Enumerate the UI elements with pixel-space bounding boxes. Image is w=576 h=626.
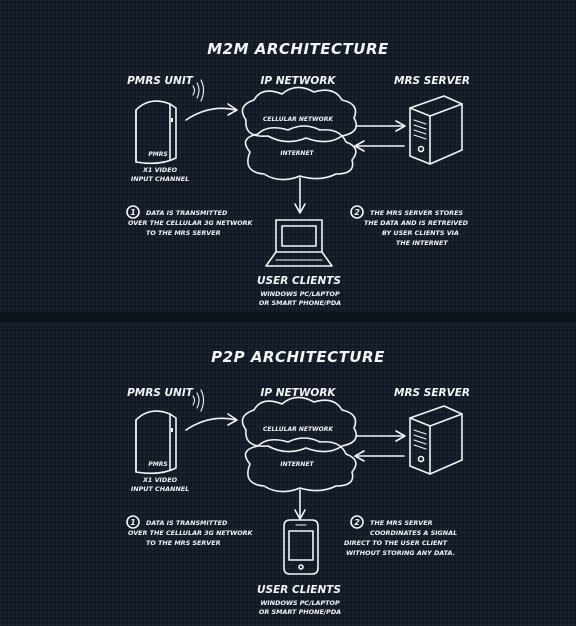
user-clients-caption-2: OR SMART PHONE/PDA bbox=[259, 608, 341, 616]
pmrs-caption-2: INPUT CHANNEL bbox=[131, 485, 189, 493]
signal-waves-icon bbox=[192, 79, 205, 102]
note-2-line-2: COORDINATES A SIGNAL bbox=[370, 529, 457, 537]
signal-waves-icon bbox=[192, 389, 205, 412]
cellular-network-label: CELLULAR NETWORK bbox=[263, 116, 334, 123]
note-2-line-3: DIRECT TO THE USER CLIENT bbox=[344, 539, 448, 547]
internet-cloud-icon bbox=[244, 125, 357, 181]
user-clients-caption-2: OR SMART PHONE/PDA bbox=[259, 299, 341, 307]
note-1-line-3: TO THE MRS SERVER bbox=[146, 539, 221, 547]
note-2-line-2: THE DATA AND IS RETREIVED bbox=[364, 219, 469, 227]
internet-label: INTERNET bbox=[280, 150, 314, 157]
ip-network-label: IP NETWORK bbox=[260, 387, 336, 399]
pmrs-unit-icon bbox=[135, 410, 177, 475]
smartphone-icon bbox=[283, 519, 319, 575]
laptop-icon bbox=[265, 219, 333, 267]
note-1-number: 1 bbox=[130, 208, 136, 217]
pmrs-unit-badge: PMRS bbox=[148, 461, 167, 468]
pmrs-unit-icon bbox=[135, 100, 177, 165]
server-tower-icon bbox=[409, 405, 463, 475]
arrow-network-to-server bbox=[355, 120, 406, 132]
server-tower-icon bbox=[409, 95, 463, 165]
arrow-unit-to-network bbox=[185, 103, 238, 121]
note-2-number: 2 bbox=[354, 208, 360, 217]
internet-cloud-icon bbox=[244, 437, 357, 493]
note-2-line-1: THE MRS SERVER STORES bbox=[370, 209, 463, 217]
note-2-line-4: WITHOUT STORING ANY DATA. bbox=[346, 549, 455, 557]
p2p-title: P2P ARCHITECTURE bbox=[211, 348, 385, 366]
pmrs-unit-badge: PMRS bbox=[148, 151, 167, 158]
note-1-number: 1 bbox=[130, 518, 136, 527]
m2m-title: M2M ARCHITECTURE bbox=[207, 40, 389, 58]
p2p-section: P2P ARCHITECTURE PMRS UNIT PMRS x1 VIDEO… bbox=[126, 348, 470, 616]
arrow-unit-to-network bbox=[185, 413, 238, 431]
cellular-network-label: CELLULAR NETWORK bbox=[263, 426, 334, 433]
note-2-line-3: BY USER CLIENTS VIA bbox=[382, 229, 459, 237]
user-clients-caption-1: WINDOWS PC/LAPTOP bbox=[260, 599, 340, 607]
cellular-cloud-icon bbox=[241, 396, 358, 453]
arrow-network-to-server bbox=[355, 430, 406, 442]
note-1-line-2: OVER THE CELLULAR 3G NETWORK bbox=[128, 529, 254, 537]
pmrs-unit-label: PMRS UNIT bbox=[127, 75, 194, 87]
section-divider bbox=[0, 312, 576, 322]
note-1-line-1: DATA IS TRANSMITTED bbox=[146, 519, 228, 527]
note-2-line-1: THE MRS SERVER bbox=[370, 519, 433, 527]
user-clients-caption-1: WINDOWS PC/LAPTOP bbox=[260, 290, 340, 298]
pmrs-caption-1: x1 VIDEO bbox=[142, 166, 178, 174]
arrow-internet-to-client bbox=[294, 177, 306, 214]
note-2-line-4: THE INTERNET bbox=[396, 239, 448, 247]
mrs-server-label: MRS SERVER bbox=[394, 75, 470, 87]
user-clients-label: USER CLIENTS bbox=[257, 275, 341, 287]
user-clients-label: USER CLIENTS bbox=[257, 584, 341, 596]
arrow-server-to-internet bbox=[354, 450, 405, 462]
note-2-badge bbox=[350, 205, 364, 219]
ip-network-label: IP NETWORK bbox=[260, 75, 336, 87]
note-1-line-1: DATA IS TRANSMITTED bbox=[146, 209, 228, 217]
note-1-line-3: TO THE MRS SERVER bbox=[146, 229, 221, 237]
note-2-badge bbox=[350, 515, 364, 529]
arrow-server-to-internet bbox=[354, 140, 405, 152]
internet-label: INTERNET bbox=[280, 461, 314, 468]
note-2-number: 2 bbox=[354, 518, 360, 527]
note-1-badge bbox=[126, 205, 140, 219]
pmrs-caption-2: INPUT CHANNEL bbox=[131, 175, 189, 183]
pmrs-unit-label: PMRS UNIT bbox=[127, 387, 194, 399]
note-1-line-2: OVER THE CELLULAR 3G NETWORK bbox=[128, 219, 254, 227]
note-1-badge bbox=[126, 515, 140, 529]
arrow-internet-to-client bbox=[294, 489, 306, 520]
cellular-cloud-icon bbox=[241, 86, 358, 143]
pmrs-caption-1: x1 VIDEO bbox=[142, 476, 178, 484]
mrs-server-label: MRS SERVER bbox=[394, 387, 470, 399]
m2m-section: M2M ARCHITECTURE PMRS UNIT PMRS x1 VIDEO… bbox=[126, 40, 470, 307]
